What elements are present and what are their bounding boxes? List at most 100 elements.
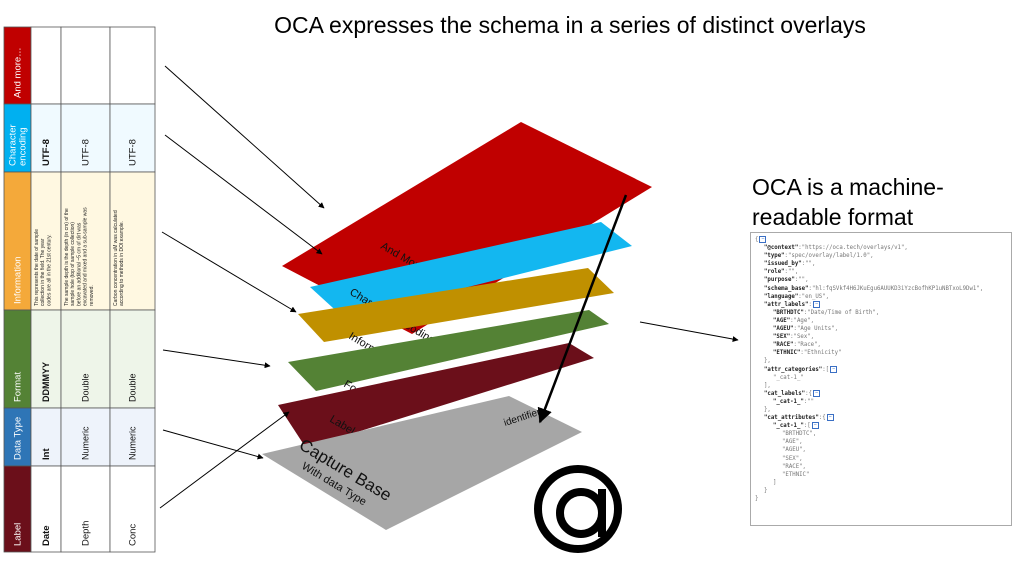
code-value: { [755,237,759,243]
collapse-toggle-icon[interactable]: − [759,236,767,243]
machine-readable-heading-line1: OCA is a machine- [752,174,944,200]
overlay-layer-shape-2 [310,222,632,318]
arrow-format [162,349,271,369]
table-cell-2-bg-4 [60,309,111,409]
collapse-toggle-icon[interactable]: − [830,365,838,373]
table-cell-4-3: Double [128,373,138,402]
table-cell-6-1: Date [41,525,52,546]
oca-logo [534,465,622,553]
table-cell-2-2: UTF-8 [81,139,92,166]
json-code-panel[interactable]: {−"@context":"https://oca.tech/overlays/… [750,232,1012,526]
code-key: "role" [764,269,785,276]
code-value: :{ [805,390,812,397]
code-line: ] [755,479,1007,487]
arrow-information [161,231,297,313]
table-header-5: Data Type [13,417,24,460]
table-header-3: Information [13,256,24,304]
table-header-bg-3 [3,171,32,311]
code-value: "AGEU", [782,447,806,454]
code-key: "RACE" [773,342,794,349]
code-value: "AGE", [782,439,803,446]
code-line: "schema_base":"hl:fqSVkf4H6JKuEgu6AUUKD3… [755,285,1007,293]
code-value: :"" [803,398,815,405]
code-line: } [755,487,1007,495]
code-key: "AGEU" [773,326,794,333]
code-line: "purpose":"", [755,276,1007,284]
code-line: "_cat-1_":"" [755,398,1007,406]
code-value: "SEX", [782,455,803,462]
table-cell-5-2: Numeric [81,426,91,460]
table-cell-2-bg-6 [60,465,111,553]
code-value: :"", [801,261,816,268]
table-cell-6-2: Depth [81,521,92,546]
code-line: "SEX", [755,455,1007,463]
code-line: "cat_attributes":{− [755,414,1007,422]
code-key: "cat_labels" [764,390,806,397]
code-line: "role":"", [755,268,1007,276]
code-value: :[ [822,366,830,373]
table-cell-3-bg-6 [109,465,156,553]
identifier-arrow [537,194,628,424]
code-value: }, [764,358,771,365]
code-line: "ETHNIC" [755,471,1007,479]
table-header-4: Format [13,372,24,402]
code-value: "BRTHDTC", [782,431,817,438]
code-line: "AGEU", [755,446,1007,454]
code-value: "_cat-1_" [773,374,804,381]
code-key: "purpose" [764,277,795,284]
code-key: "SEX" [773,334,791,341]
code-line: "BRTHDTC", [755,430,1007,438]
code-value: :"Race", [793,342,821,349]
collapse-toggle-icon[interactable]: − [811,422,819,430]
oca-logo-outer-ring [534,465,622,553]
code-value: :[ [803,423,811,430]
connector-arrows [159,65,739,509]
overlay-layer-shape-5 [278,343,594,448]
table-info-cell-3: Carbon concentration in uM was calculate… [113,210,125,306]
table-cell-2-bg-5 [60,407,111,467]
code-key: "attr_categories" [764,366,823,373]
collapse-toggle-icon[interactable]: − [812,300,820,308]
code-line: "ETHNIC":"Ethnicity" [755,349,1007,357]
code-value: :"Ethnicity" [800,350,842,357]
table-cell-3-bg-2 [109,103,156,173]
table-cell-5-3: Numeric [128,426,138,460]
overlay-layer-shape-3 [298,268,614,342]
table-cell-1-bg-2 [30,103,62,173]
collapse-toggle-icon[interactable]: − [812,389,820,397]
code-line: "_cat-1_" [755,374,1007,382]
code-value: :"Age Units", [793,326,839,333]
code-key: "_cat-1_" [773,398,804,405]
table-cell-4-1: DDMMYY [41,362,51,402]
table-header-bg-6 [3,465,32,553]
code-value: ] [773,479,777,486]
table-cell-3-bg-3 [109,171,156,311]
code-line: "RACE":"Race", [755,341,1007,349]
table-cell-2-bg-1 [60,26,111,105]
code-value: } [764,487,768,494]
table-header-6: Label [13,523,24,546]
code-line: } [755,495,1007,503]
code-line: "language":"en_US", [755,293,1007,301]
machine-readable-heading: OCA is a machine- readable format [752,172,1012,232]
arrow-to-code [639,321,739,342]
machine-readable-heading-line2: readable format [752,204,914,230]
page-title: OCA expresses the schema in a series of … [274,12,866,38]
code-value: :{ [818,415,826,422]
arrow-label [159,411,290,509]
code-line: "cat_labels":{− [755,389,1007,398]
code-key: "ETHNIC" [773,350,801,357]
code-value: :"hl:fqSVkf4H6JKuEgu6AUUKD3iYzcBofhKP1uN… [808,285,984,292]
code-value: }, [764,406,771,413]
overlay-layer-shape-6 [262,396,582,530]
code-value: ], [764,382,771,389]
code-key: "schema_base" [764,285,809,292]
table-info-cell-1: This represents the date of samplecollec… [34,229,52,306]
code-key: "BRTHDTC" [773,309,804,316]
code-value: :"Sex", [790,334,815,341]
collapse-toggle-icon[interactable]: − [826,414,834,422]
table-cell-3-bg-4 [109,309,156,409]
table-cell-2-1: UTF-8 [41,139,52,166]
code-key: "AGE" [773,317,791,324]
